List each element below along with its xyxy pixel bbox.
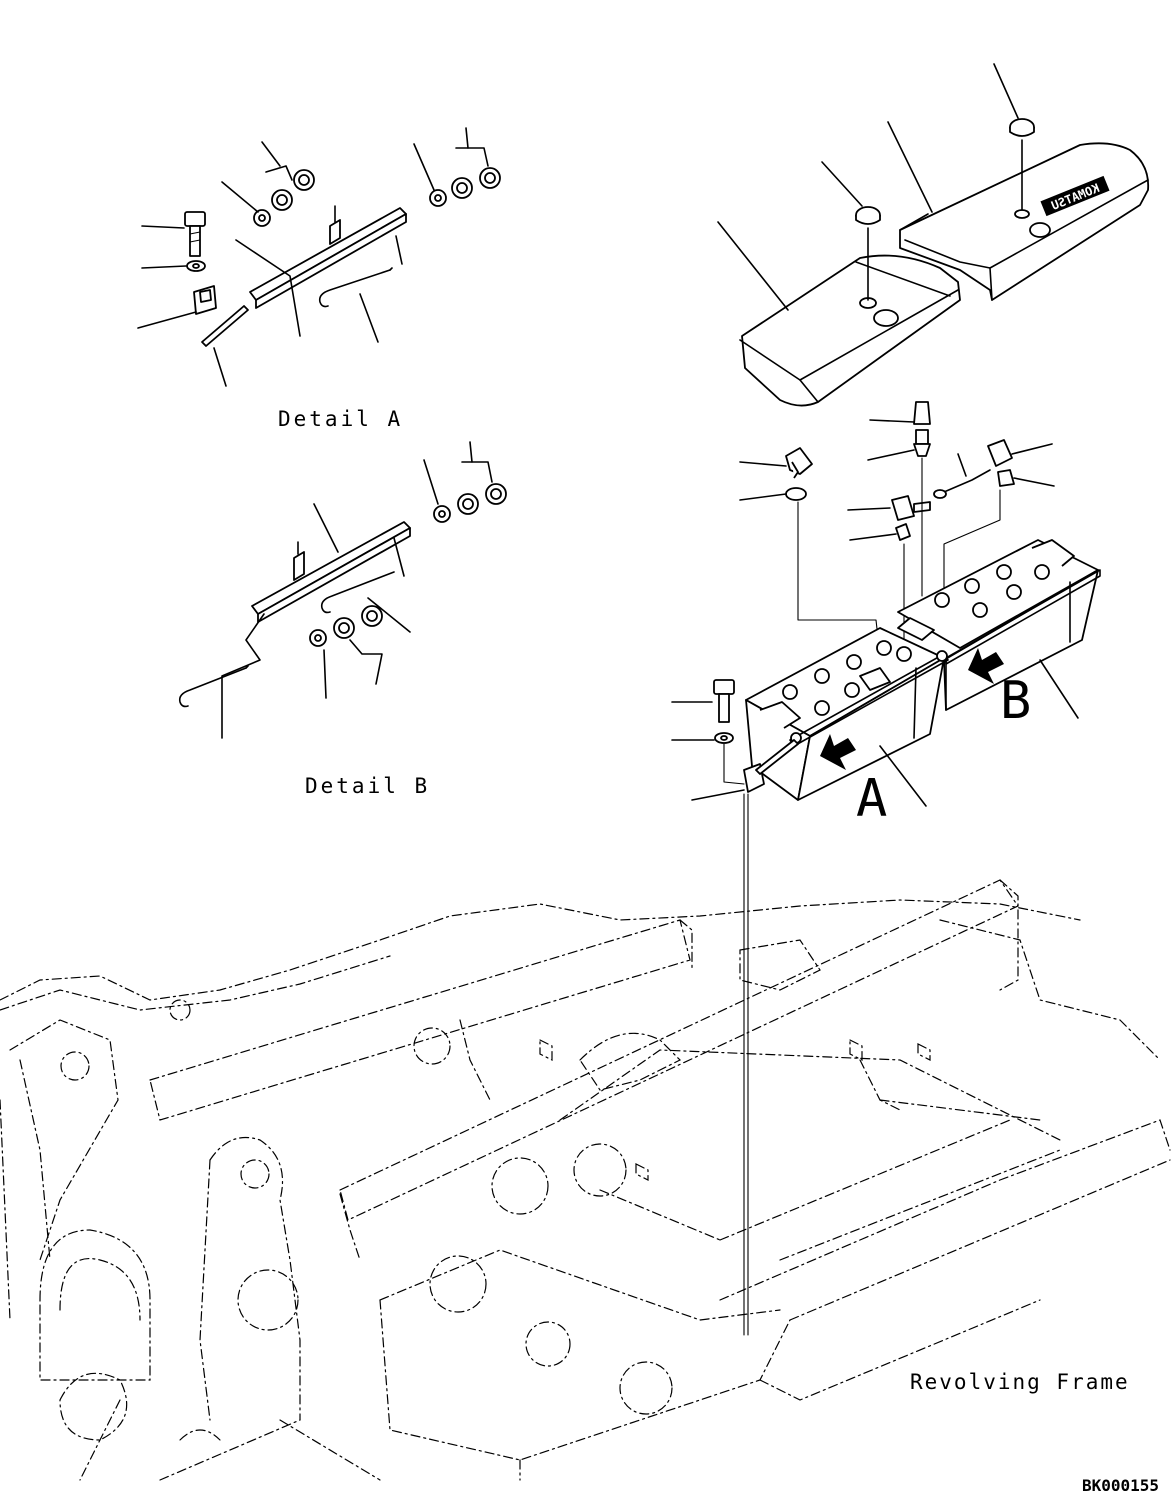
detail-b-washers-nuts bbox=[309, 483, 507, 647]
drawing-id: BK000155 bbox=[1082, 1476, 1159, 1495]
revolving-frame bbox=[0, 879, 1171, 1481]
detail-a-exploded-view: Detail A bbox=[137, 127, 501, 431]
detail-a-clamp-bar bbox=[249, 207, 407, 301]
view-a-label: A bbox=[856, 769, 887, 829]
view-arrow-b: B bbox=[968, 648, 1079, 731]
detail-a-bolt bbox=[184, 211, 206, 257]
revolving-frame-label: Revolving Frame bbox=[910, 1370, 1130, 1394]
detail-b-clamp-bar bbox=[251, 521, 411, 615]
detail-a-leader-lines bbox=[137, 127, 489, 387]
detail-b-j-bolt bbox=[320, 571, 395, 614]
battery-terminal-parts bbox=[785, 401, 1015, 541]
cover-leader-lines bbox=[717, 63, 1023, 311]
detail-a-washers-nuts bbox=[253, 167, 501, 227]
detail-b-leader-lines bbox=[221, 441, 493, 739]
battery-clamp-bolt bbox=[671, 679, 799, 1336]
view-arrow-a: A bbox=[820, 734, 927, 829]
detail-b-title: Detail B bbox=[305, 774, 430, 798]
detail-a-hook-rod bbox=[201, 305, 249, 347]
detail-a-title: Detail A bbox=[278, 407, 403, 431]
battery-a bbox=[745, 627, 949, 801]
detail-b-hook-rod bbox=[178, 667, 247, 708]
battery-cover: KOMATSU bbox=[717, 63, 1150, 407]
detail-a-j-bolt bbox=[318, 269, 391, 308]
view-b-label: B bbox=[1000, 671, 1031, 731]
detail-b-exploded-view: Detail B bbox=[178, 441, 507, 798]
